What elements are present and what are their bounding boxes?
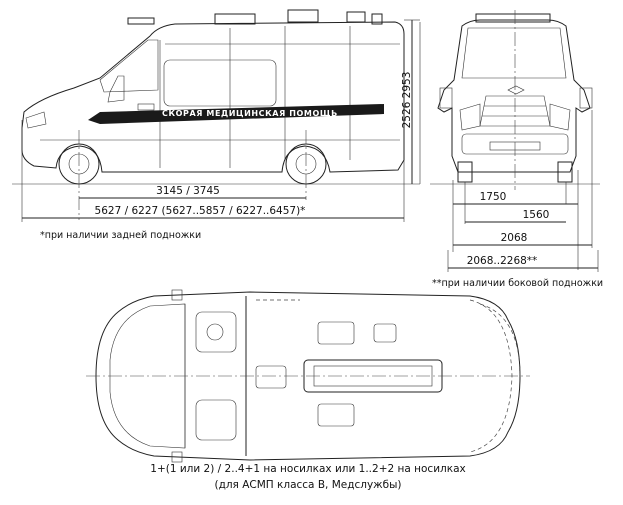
wheelbase-label: 3145 / 3745 bbox=[156, 185, 220, 197]
roof-beacon-front bbox=[127, 17, 155, 25]
front-body-outline bbox=[437, 19, 591, 173]
front-roof-lightbar bbox=[475, 13, 551, 23]
mirror-left bbox=[439, 87, 453, 109]
dim-1750: 1750 bbox=[480, 191, 507, 203]
top-view: 1+(1 или 2) / 2..4+1 на носилках или 1..… bbox=[86, 289, 530, 491]
windshield bbox=[99, 39, 159, 93]
front-headlight-right bbox=[549, 103, 571, 131]
dim-2068: 2068 bbox=[501, 232, 528, 244]
van-body-outline bbox=[21, 21, 405, 173]
front-headlight-left bbox=[459, 103, 481, 131]
side-footnote: *при наличии задней подножки bbox=[40, 230, 201, 241]
roof-vent bbox=[287, 9, 319, 23]
side-view: СКОРАЯ МЕДИЦИНСКАЯ ПОМОЩЬ 3145 / 3745 56… bbox=[12, 9, 421, 241]
top-body-outline bbox=[95, 291, 521, 461]
dim-1560: 1560 bbox=[523, 209, 550, 221]
caption-line-2: (для АСМП класса В, Медслужбы) bbox=[214, 479, 401, 491]
attendant-seat-2 bbox=[317, 403, 355, 427]
top-mirror-right bbox=[171, 451, 183, 463]
headlight bbox=[25, 111, 47, 129]
logo-emblem bbox=[507, 85, 525, 95]
top-mirror-left bbox=[171, 289, 183, 301]
mirror bbox=[107, 75, 125, 103]
roof-beacon-rear bbox=[371, 13, 383, 25]
attendant-seat-3 bbox=[255, 365, 287, 389]
passenger-seat bbox=[195, 399, 237, 441]
length-label: 5627 / 6227 (5627..5857 / 6227..6457)* bbox=[95, 205, 306, 217]
cabinet bbox=[373, 323, 397, 343]
front-footnote: **при наличии боковой подножки bbox=[432, 278, 603, 289]
dim-2068-2268: 2068..2268** bbox=[467, 255, 538, 267]
attendant-seat-1 bbox=[317, 321, 355, 345]
driver-seat bbox=[195, 311, 237, 353]
front-windshield bbox=[461, 27, 567, 79]
front-view: 1750 1560 2068 2068..2268** **при наличи… bbox=[430, 10, 603, 289]
stripe-band bbox=[88, 104, 384, 124]
caption-line-1: 1+(1 или 2) / 2..4+1 на носилках или 1..… bbox=[150, 463, 465, 475]
roof-vent-2 bbox=[346, 11, 366, 23]
mirror-right bbox=[579, 87, 593, 109]
height-label: 2526 2953 bbox=[401, 72, 413, 129]
roof-ac-unit bbox=[214, 13, 256, 25]
side-window bbox=[163, 59, 277, 107]
stripe-label: СКОРАЯ МЕДИЦИНСКАЯ ПОМОЩЬ bbox=[162, 109, 338, 118]
